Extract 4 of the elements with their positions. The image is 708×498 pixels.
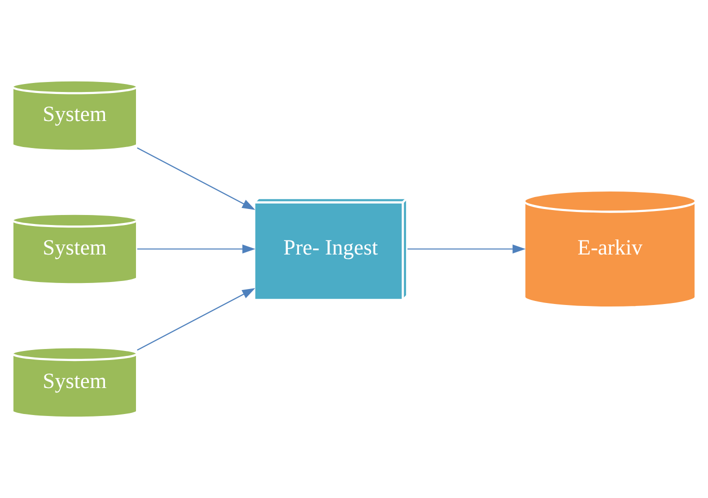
arrow	[136, 288, 256, 351]
arrow	[136, 147, 256, 210]
arrow	[408, 244, 526, 254]
arrow	[137, 244, 256, 254]
